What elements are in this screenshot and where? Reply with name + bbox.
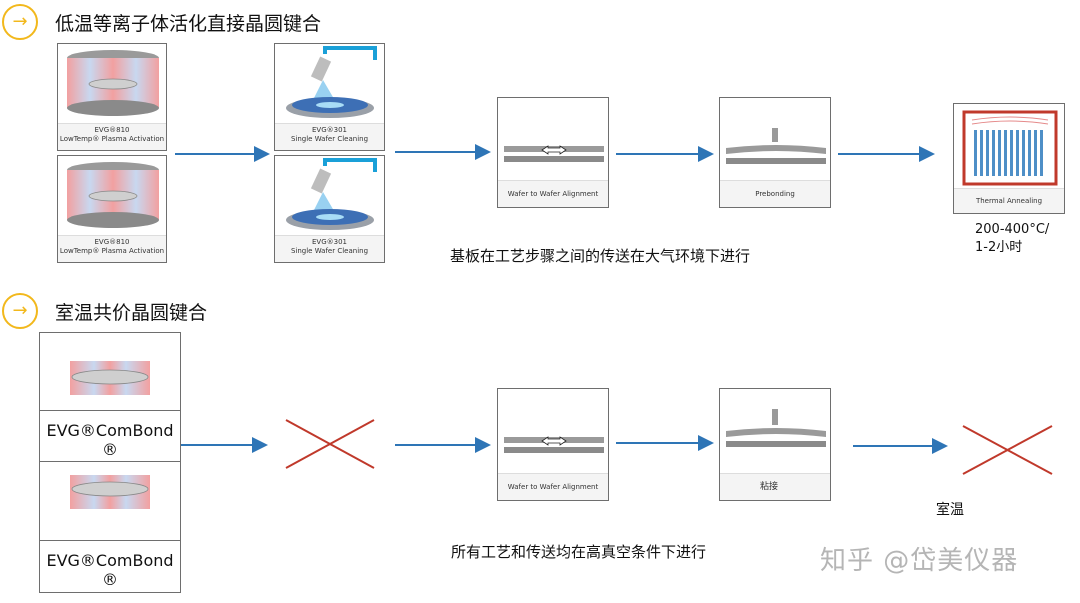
plasma-activation-label: EVG®810 LowTemp® Plasma Activation bbox=[58, 235, 166, 262]
annealing-furnace-image bbox=[962, 110, 1058, 186]
prebonding-label: Prebonding bbox=[720, 180, 830, 207]
room-temperature-label: 室温 bbox=[936, 502, 964, 518]
combond-card: EVG®ComBond ® EVG®ComBond ® bbox=[39, 332, 181, 593]
alignment-label: Wafer to Wafer Alignment bbox=[498, 473, 608, 500]
plasma-chamber-image bbox=[67, 50, 159, 116]
wafer-cleaning-card-2: EVG®301 Single Wafer Cleaning bbox=[274, 155, 385, 263]
bonding-card: 粘接 bbox=[719, 388, 831, 501]
combond-chamber-2 bbox=[40, 463, 180, 539]
thermal-annealing-card: Thermal Annealing bbox=[953, 103, 1065, 214]
combond-label: EVG®ComBond ® bbox=[40, 540, 180, 592]
plasma-activation-card-1: EVG®810 LowTemp® Plasma Activation bbox=[57, 43, 167, 151]
alignment-image bbox=[504, 436, 604, 453]
prebonding-image bbox=[726, 128, 826, 164]
wafer-cleaning-label: EVG®301 Single Wafer Cleaning bbox=[275, 123, 384, 150]
section1-note: 基板在工艺步骤之间的传送在大气环境下进行 bbox=[450, 247, 751, 265]
section1-title: 低温等离子体活化直接晶圆键合 bbox=[55, 13, 322, 35]
alignment-card-2: Wafer to Wafer Alignment bbox=[497, 388, 609, 501]
annealing-label: Thermal Annealing bbox=[954, 188, 1064, 213]
bonding-label: 粘接 bbox=[720, 473, 830, 500]
wafer-cleaning-image bbox=[286, 158, 377, 230]
alignment-label: Wafer to Wafer Alignment bbox=[498, 180, 608, 207]
plasma-activation-label: EVG®810 LowTemp® Plasma Activation bbox=[58, 123, 166, 150]
watermark: 知乎 @岱美仪器 bbox=[820, 546, 1019, 576]
annealing-time: 1-2小时 bbox=[975, 240, 1023, 255]
wafer-cleaning-image bbox=[286, 46, 377, 118]
cross-mark bbox=[962, 425, 1053, 475]
arrow-right-icon: → bbox=[2, 293, 38, 329]
combond-chamber-1 bbox=[40, 333, 180, 409]
alignment-image bbox=[504, 145, 604, 162]
wafer-cleaning-card-1: EVG®301 Single Wafer Cleaning bbox=[274, 43, 385, 151]
cross-mark bbox=[285, 419, 375, 469]
section2-title: 室温共价晶圆键合 bbox=[55, 302, 208, 324]
plasma-activation-card-2: EVG®810 LowTemp® Plasma Activation bbox=[57, 155, 167, 263]
arrow-right-icon: → bbox=[2, 4, 38, 40]
annealing-temperature: 200-400°C/ bbox=[975, 222, 1050, 237]
alignment-card-1: Wafer to Wafer Alignment bbox=[497, 97, 609, 208]
bonding-image bbox=[726, 409, 826, 447]
prebonding-card: Prebonding bbox=[719, 97, 831, 208]
wafer-cleaning-label: EVG®301 Single Wafer Cleaning bbox=[275, 235, 384, 262]
combond-label: EVG®ComBond ® bbox=[40, 410, 180, 462]
section2-note: 所有工艺和传送均在高真空条件下进行 bbox=[451, 543, 707, 561]
plasma-chamber-image bbox=[67, 162, 159, 228]
